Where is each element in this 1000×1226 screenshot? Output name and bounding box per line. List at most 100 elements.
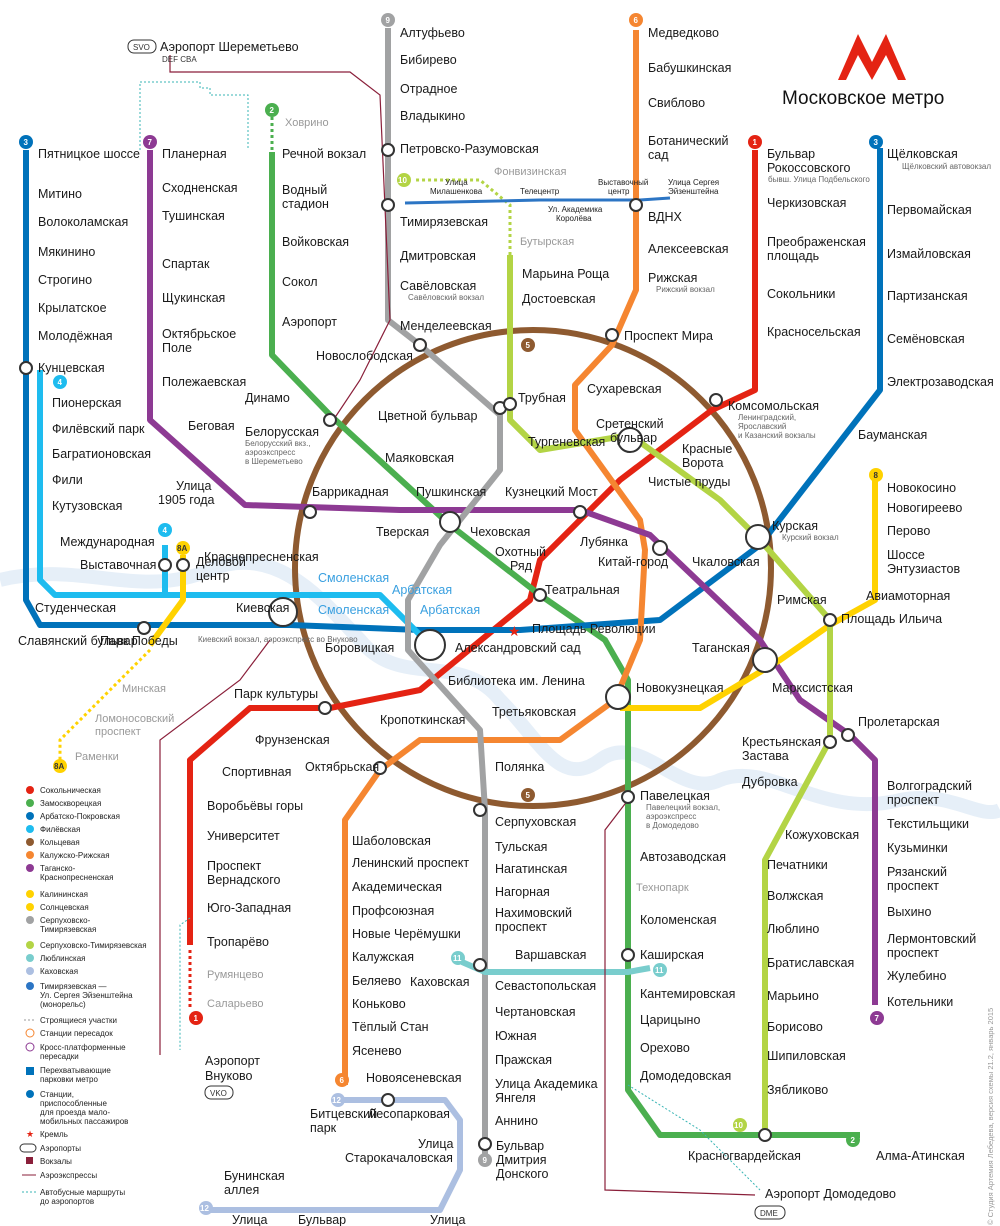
svg-text:3: 3 bbox=[874, 138, 879, 147]
svg-text:Бульвар: Бульвар bbox=[767, 147, 815, 161]
svg-text:Поле: Поле bbox=[162, 341, 192, 355]
svg-text:Новокосино: Новокосино bbox=[887, 481, 956, 495]
svg-text:Рязанский: Рязанский bbox=[887, 865, 947, 879]
svg-text:Зябликово: Зябликово bbox=[767, 1083, 828, 1097]
svg-text:Марксистская: Марксистская bbox=[772, 681, 853, 695]
svg-text:Динамо: Динамо bbox=[245, 391, 290, 405]
svg-text:Щукинская: Щукинская bbox=[162, 291, 225, 305]
svg-text:1: 1 bbox=[753, 138, 758, 147]
svg-text:8: 8 bbox=[874, 471, 879, 480]
svg-text:ВДНХ: ВДНХ bbox=[648, 210, 683, 224]
svg-text:Свиблово: Свиблово bbox=[648, 96, 705, 110]
svg-text:центр: центр bbox=[608, 187, 630, 196]
svg-text:Тимирязевская: Тимирязевская bbox=[40, 925, 96, 934]
svg-text:Старокачаловская: Старокачаловская bbox=[345, 1151, 453, 1165]
svg-text:DEF CBA: DEF CBA bbox=[162, 55, 197, 64]
svg-text:Деловой: Деловой bbox=[196, 555, 246, 569]
svg-text:Улица Академика: Улица Академика bbox=[495, 1077, 598, 1091]
svg-text:Борисово: Борисово bbox=[767, 1020, 823, 1034]
svg-text:Коломенская: Коломенская bbox=[640, 913, 717, 927]
svg-text:Люблинская: Люблинская bbox=[40, 954, 85, 963]
svg-text:Чистые пруды: Чистые пруды bbox=[648, 475, 730, 489]
svg-text:Румянцево: Румянцево bbox=[207, 969, 263, 981]
svg-text:Кожуховская: Кожуховская bbox=[785, 828, 859, 842]
svg-text:Вокзалы: Вокзалы bbox=[40, 1157, 72, 1166]
svg-text:Улица: Улица bbox=[232, 1213, 268, 1226]
line-7-labels: Планерная Сходненская Тушинская Спартак … bbox=[158, 147, 976, 1009]
svg-text:Минская: Минская bbox=[122, 683, 166, 695]
line-10-labels: Фонвизинская Бутырская Марьина Роща Дост… bbox=[494, 166, 859, 1097]
station-label: Парк Победы bbox=[100, 634, 178, 648]
svg-text:Волгоградский: Волгоградский bbox=[887, 779, 972, 793]
svg-text:Медведково: Медведково bbox=[648, 26, 719, 40]
svg-text:5: 5 bbox=[526, 791, 531, 800]
svg-text:Ярославский: Ярославский bbox=[738, 422, 786, 431]
svg-text:Библиотека им. Ленина: Библиотека им. Ленина bbox=[448, 674, 585, 688]
svg-text:1: 1 bbox=[194, 1014, 199, 1023]
line-8a-construction bbox=[58, 648, 152, 765]
svg-text:Баррикадная: Баррикадная bbox=[312, 485, 389, 499]
svg-text:Станции,: Станции, bbox=[40, 1090, 74, 1099]
svg-text:Алексеевская: Алексеевская bbox=[648, 242, 729, 256]
svg-text:Планерная: Планерная bbox=[162, 147, 227, 161]
bus-route-svo bbox=[139, 81, 249, 150]
svg-text:Трубная: Трубная bbox=[518, 391, 566, 405]
svg-text:Павелецкая: Павелецкая bbox=[640, 789, 710, 803]
svg-text:до аэропортов: до аэропортов bbox=[40, 1197, 94, 1206]
svg-text:проспект: проспект bbox=[95, 726, 141, 738]
svg-text:6: 6 bbox=[340, 1076, 345, 1085]
svg-text:Коньково: Коньково bbox=[352, 997, 406, 1011]
line-8-labels: Новокосино Новогиреево Перово Шоссе Энту… bbox=[772, 481, 962, 695]
svg-text:Шоссе: Шоссе bbox=[887, 548, 925, 562]
svg-text:Электрозаводская: Электрозаводская bbox=[887, 375, 994, 389]
station-label: Кунцевская bbox=[38, 361, 105, 375]
svg-text:Спортивная: Спортивная bbox=[222, 765, 291, 779]
svg-text:Курская: Курская bbox=[772, 519, 818, 533]
svg-text:парк: парк bbox=[310, 1121, 337, 1135]
svg-text:★: ★ bbox=[26, 1130, 34, 1140]
svg-text:Пражская: Пражская bbox=[495, 1053, 552, 1067]
svg-text:центр: центр bbox=[196, 569, 230, 583]
svg-text:Воробьёвы горы: Воробьёвы горы bbox=[207, 799, 303, 813]
svg-text:Бунинская: Бунинская bbox=[224, 1169, 285, 1183]
svg-text:Кутузовская: Кутузовская bbox=[52, 499, 122, 513]
moskva-river bbox=[0, 555, 1000, 819]
svg-text:проспект: проспект bbox=[887, 879, 939, 893]
line-5-ring bbox=[292, 327, 774, 809]
airport-svo: SVO Аэропорт Шереметьево DEF CBA bbox=[127, 39, 299, 64]
svg-text:проспект: проспект bbox=[887, 793, 939, 807]
svg-text:и Казанский вокзалы: и Казанский вокзалы bbox=[738, 431, 816, 440]
svg-text:Шаболовская: Шаболовская bbox=[352, 834, 431, 848]
svg-text:Тёплый Стан: Тёплый Стан bbox=[352, 1020, 429, 1034]
svg-text:Марьина Роща: Марьина Роща bbox=[522, 267, 609, 281]
station-label: Волоколамская bbox=[38, 215, 128, 229]
svg-text:Бабушкинская: Бабушкинская bbox=[648, 61, 731, 75]
svg-text:Аннино: Аннино bbox=[495, 1114, 538, 1128]
aeroexpress-vko bbox=[159, 639, 271, 1055]
svg-text:9: 9 bbox=[386, 16, 391, 25]
line-2-track bbox=[269, 152, 860, 1138]
svg-text:Первомайская: Первомайская bbox=[887, 203, 972, 217]
svg-text:Печатники: Печатники bbox=[767, 858, 828, 872]
svg-text:площадь: площадь bbox=[767, 249, 819, 263]
svg-text:Бауманская: Бауманская bbox=[858, 428, 927, 442]
svg-text:Чертановская: Чертановская bbox=[495, 1005, 576, 1019]
station-label: Смоленская bbox=[318, 603, 389, 617]
svg-text:Крестьянская: Крестьянская bbox=[742, 735, 821, 749]
svg-text:бывш. Улица Подбельского: бывш. Улица Подбельского bbox=[768, 175, 870, 184]
station-label: Славянский бульвар bbox=[18, 634, 138, 648]
svg-text:4: 4 bbox=[163, 526, 168, 535]
line-11-labels: Варшавская Каховская bbox=[410, 948, 586, 989]
svg-text:Ленинградский,: Ленинградский, bbox=[738, 413, 796, 422]
svg-text:2: 2 bbox=[270, 106, 275, 115]
svg-text:аэроэкспресс: аэроэкспресс bbox=[646, 812, 696, 821]
svg-text:Фрунзенская: Фрунзенская bbox=[255, 733, 330, 747]
svg-text:Филёвский парк: Филёвский парк bbox=[52, 422, 145, 436]
svg-text:Тургеневская: Тургеневская bbox=[528, 435, 605, 449]
svg-text:Владыкино: Владыкино bbox=[400, 109, 465, 123]
line-6-labels: Медведково Бабушкинская Свиблово Ботанич… bbox=[305, 26, 731, 1085]
svg-text:Аэропорт Домодедово: Аэропорт Домодедово bbox=[765, 1187, 896, 1201]
svg-text:Студенческая: Студенческая bbox=[35, 601, 116, 615]
credit-text: © Студия Артемия Лебедева, версия схемы … bbox=[986, 1008, 995, 1225]
svg-text:парковки метро: парковки метро bbox=[40, 1075, 99, 1084]
